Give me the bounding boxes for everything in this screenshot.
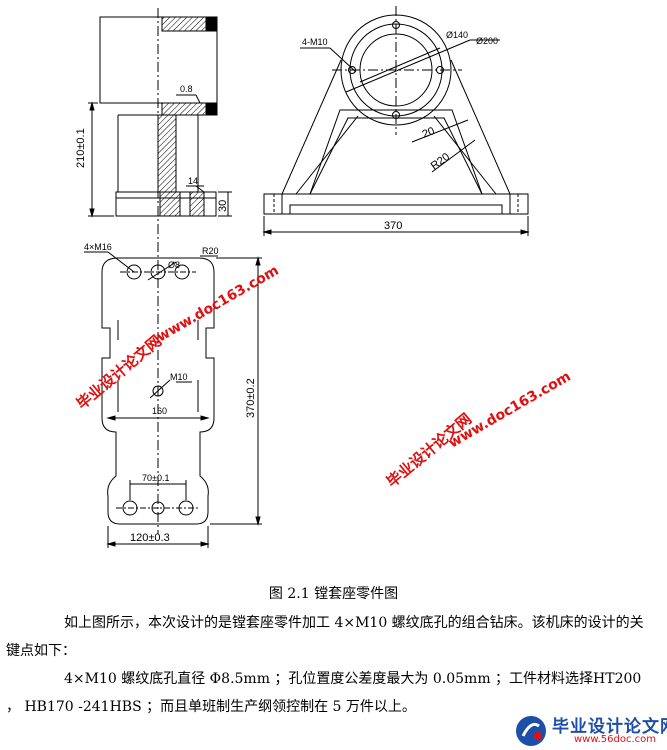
watermark-url-1: www.doc163.com [154, 262, 282, 345]
part-drawing: 210±0.1 30 0.8 14 4-M10 Ø140 Ø200 20 R20… [73, 6, 574, 548]
figure-caption: 图 2.1 镗套座零件图 [268, 586, 399, 602]
front-view [262, 6, 530, 236]
top-dim-m10: M10 [170, 372, 188, 382]
front-dim-width: 370 [384, 220, 402, 232]
front-dim-r20: R20 [429, 151, 452, 173]
site-logo: 毕业设计论文网 www.56doc.com [512, 712, 667, 748]
side-dim-flange: 14 [188, 176, 198, 186]
front-dim-phi140: Ø140 [446, 30, 468, 40]
top-dim-phi8: Ø8 [168, 260, 180, 270]
side-dim-rib: 0.8 [180, 84, 193, 94]
top-dim-4xm16: 4×M16 [84, 242, 112, 252]
paragraph-2: 4×M10 螺纹底孔直径 Φ8.5mm ；孔位置度公差度最大为 0.05mm ；… [6, 671, 642, 715]
logo-title: 毕业设计论文网 [552, 717, 667, 737]
watermark-cn-1: 毕业设计论文网 [73, 332, 165, 413]
front-dim-phi200: Ø200 [476, 36, 498, 46]
watermark-cn-2: 毕业设计论文网 [383, 410, 475, 491]
top-dim-r20: R20 [202, 246, 219, 256]
front-dim-holes: 4-M10 [302, 37, 328, 47]
top-dim-length: 370±0.2 [245, 378, 257, 418]
top-dim-width: 120±0.3 [130, 532, 170, 544]
paragraph-1: 如上图所示，本次设计的是镗套座零件加工 4×M10 螺纹底孔的组合钻床。该机床的… [6, 615, 644, 659]
top-view [84, 242, 262, 548]
logo-url: www.56doc.com [574, 734, 657, 745]
watermark-url-2: www.doc163.com [446, 368, 574, 451]
side-dim-height: 210±0.1 [75, 128, 87, 168]
side-dim-base: 30 [217, 200, 229, 212]
logo-icon [516, 716, 546, 746]
top-dim-160: 160 [152, 406, 167, 416]
top-dim-pitch: 70±0.1 [142, 473, 169, 483]
side-view [88, 8, 232, 240]
front-dim-20: 20 [421, 125, 437, 141]
